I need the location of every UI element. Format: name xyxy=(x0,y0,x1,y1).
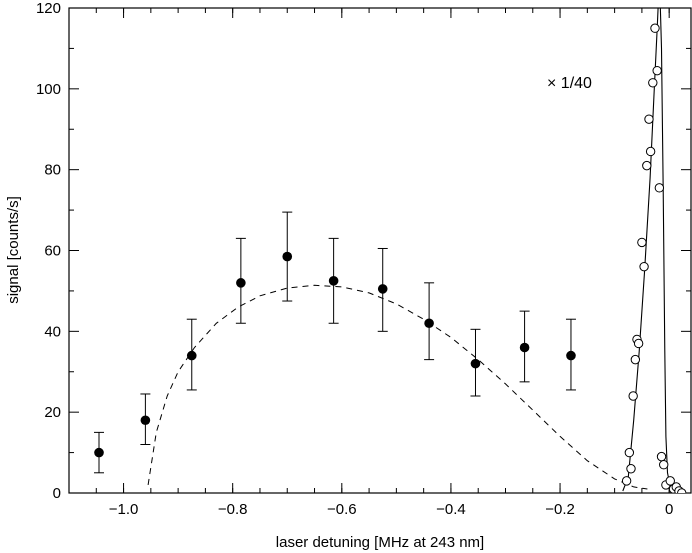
open-data-point xyxy=(654,183,665,193)
solid-fit-curve xyxy=(622,8,681,493)
filled-data-point xyxy=(140,415,151,426)
open-data-point xyxy=(652,65,662,76)
x-tick-label: −0.6 xyxy=(327,501,357,518)
open-data-point xyxy=(624,447,635,458)
open-data-point xyxy=(639,261,649,272)
x-tick-label: −0.2 xyxy=(545,501,575,518)
open-data-point xyxy=(644,114,654,124)
filled-data-point xyxy=(424,318,434,329)
open-data-point xyxy=(642,160,652,171)
open-data-point xyxy=(621,476,632,486)
x-tick-label: −1.0 xyxy=(109,501,139,518)
open-data-point xyxy=(626,464,636,474)
open-data-point xyxy=(637,237,647,248)
filled-data-point xyxy=(519,342,530,353)
open-data-point xyxy=(650,23,660,33)
filled-data-point xyxy=(566,350,576,361)
y-tick-label: 100 xyxy=(36,81,61,98)
filled-data-point xyxy=(94,447,104,458)
x-tick-label: −0.8 xyxy=(218,501,248,518)
labels-layer: −1.0 −0.8 −0.6 −0.4 −0.2 0 0 20 40 60 80 100 120 xyxy=(36,0,673,518)
open-data-point xyxy=(645,146,656,157)
filled-data-point xyxy=(282,251,293,262)
y-tick-label: 40 xyxy=(44,323,61,340)
open-data-point xyxy=(677,488,687,493)
filled-data-point xyxy=(377,284,388,294)
open-data-point xyxy=(633,338,644,349)
axes-layer xyxy=(68,7,692,494)
open-data-point xyxy=(628,391,638,401)
dashed-fit-curve xyxy=(147,284,648,490)
filled-data-point xyxy=(236,278,246,288)
open-data-point xyxy=(630,354,641,365)
y-tick-label: 20 xyxy=(44,404,61,421)
filled-data-point xyxy=(186,350,197,361)
open-data-point xyxy=(648,78,658,88)
y-tick-label: 0 xyxy=(53,485,61,502)
plot-frame xyxy=(68,7,692,494)
y-tick-label: 120 xyxy=(36,0,61,17)
scale-annotation: × 1/40 xyxy=(547,75,592,92)
open-data-point xyxy=(656,451,667,462)
y-axis-label: signal [counts/s] xyxy=(5,196,22,304)
x-axis-label: laser detuning [MHz at 243 nm] xyxy=(276,534,484,551)
open-data-point xyxy=(665,476,675,486)
filled-data-point xyxy=(328,276,339,286)
open-data-point xyxy=(659,460,669,470)
y-tick-label: 60 xyxy=(44,243,61,260)
plot-area xyxy=(94,8,687,493)
filled-data-point xyxy=(470,358,481,369)
x-tick-label: −0.4 xyxy=(436,501,466,518)
x-tick-label: 0 xyxy=(665,501,673,518)
y-tick-label: 80 xyxy=(44,162,61,179)
